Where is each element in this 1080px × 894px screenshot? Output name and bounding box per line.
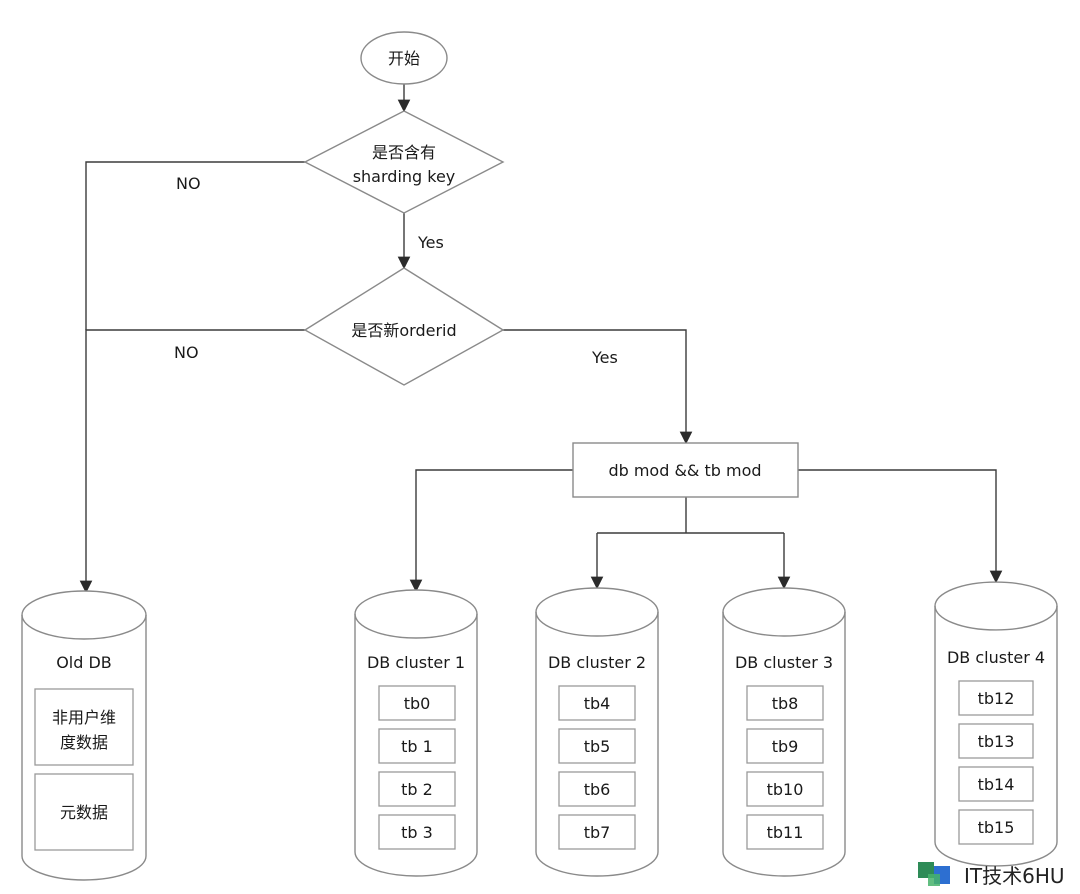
table-tb14: [958, 766, 1034, 802]
cluster-1-cylinder: DB cluster 1 tb0 tb 1 tb 2 tb 3: [354, 589, 478, 877]
table-tb9-label: tb9: [772, 737, 799, 756]
table-tb3-label: tb 3: [401, 823, 433, 842]
old-db-cylinder: Old DB 非用户维 度数据 元数据: [21, 590, 147, 881]
table-tb8-label: tb8: [772, 694, 799, 713]
decision2-label: 是否新orderid: [351, 321, 456, 340]
old-db-box-metadata: [34, 773, 134, 851]
table-tb0: [378, 685, 456, 721]
table-tb4: [558, 685, 636, 721]
edges: [79, 84, 1003, 594]
edge-label-no-1: NO: [176, 174, 201, 193]
table-tb5-label: tb5: [584, 737, 611, 756]
edge-label-yes-2: Yes: [591, 348, 618, 367]
table-tb0-label: tb0: [404, 694, 431, 713]
table-tb2: [378, 771, 456, 807]
table-tb5: [558, 728, 636, 764]
cluster-1-title: DB cluster 1: [367, 653, 465, 672]
old-db-box1-line2: 度数据: [60, 733, 108, 752]
cluster-2-cylinder: DB cluster 2 tb4 tb5 tb6 tb7: [535, 587, 659, 877]
table-tb1-label: tb 1: [401, 737, 433, 756]
table-tb8: [746, 685, 824, 721]
table-tb15: [958, 809, 1034, 845]
edge-to-cluster2: [597, 532, 784, 588]
decision-sharding-key: 是否含有 sharding key: [303, 110, 505, 214]
table-tb7-label: tb7: [584, 823, 611, 842]
edge-router-to-cluster4: [798, 469, 1003, 584]
old-db-box1-line1: 非用户维: [52, 708, 116, 727]
cluster-3-title: DB cluster 3: [735, 653, 833, 672]
table-tb4-label: tb4: [584, 694, 611, 713]
edge-router-to-cluster1: [409, 469, 573, 593]
router-node: db mod && tb mod: [572, 442, 799, 498]
table-tb1: [378, 728, 456, 764]
table-tb6-label: tb6: [584, 780, 611, 799]
decision1-line2: sharding key: [353, 167, 456, 186]
edge-decision2-yes: [503, 329, 693, 445]
decision-new-orderid: 是否新orderid: [303, 267, 505, 386]
edge-label-no-2: NO: [174, 343, 199, 362]
table-tb3: [378, 814, 456, 850]
edge-decision1-no: [85, 161, 305, 330]
start-label: 开始: [388, 49, 420, 68]
table-tb14-label: tb14: [978, 775, 1015, 794]
table-tb13: [958, 723, 1034, 759]
edge-label-yes-1: Yes: [417, 233, 444, 252]
old-db-title: Old DB: [56, 653, 112, 672]
watermark-logo-icon: [918, 862, 950, 886]
table-tb13-label: tb13: [978, 732, 1015, 751]
old-db-box-user-dim: [34, 688, 134, 766]
old-db-box2-label: 元数据: [60, 803, 108, 822]
cluster-2-title: DB cluster 2: [548, 653, 646, 672]
table-tb12: [958, 680, 1034, 716]
cluster-4-title: DB cluster 4: [947, 648, 1045, 667]
router-label: db mod && tb mod: [608, 461, 761, 480]
table-tb9: [746, 728, 824, 764]
table-tb10-label: tb10: [767, 780, 804, 799]
table-tb15-label: tb15: [978, 818, 1015, 837]
table-tb12-label: tb12: [978, 689, 1015, 708]
watermark: IT技术6HU: [918, 862, 1065, 888]
table-tb11: [746, 814, 824, 850]
table-tb11-label: tb11: [767, 823, 804, 842]
cluster-4-cylinder: DB cluster 4 tb12 tb13 tb14 tb15: [934, 581, 1058, 867]
start-node: 开始: [360, 31, 448, 85]
table-tb10: [746, 771, 824, 807]
table-tb7: [558, 814, 636, 850]
decision1-line1: 是否含有: [372, 143, 436, 162]
cluster-3-cylinder: DB cluster 3 tb8 tb9 tb10 tb11: [722, 587, 846, 877]
edge-decision2-no: [79, 329, 305, 594]
table-tb6: [558, 771, 636, 807]
table-tb2-label: tb 2: [401, 780, 433, 799]
watermark-text: IT技术6HU: [964, 864, 1065, 888]
